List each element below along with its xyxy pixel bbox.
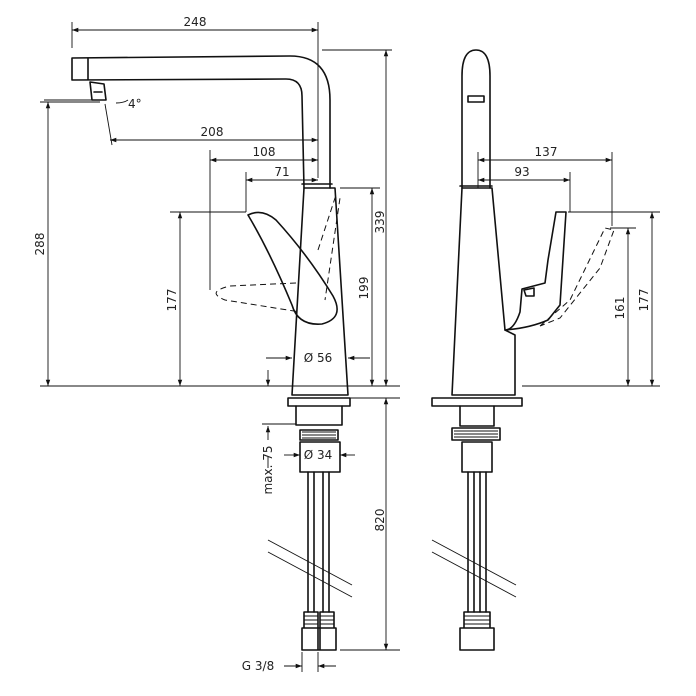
dim-lever-travel-height: 199 xyxy=(357,277,371,300)
dim-spout-reach: 248 xyxy=(184,15,207,29)
hose-break-lines xyxy=(267,539,353,598)
side-aerator xyxy=(467,95,485,103)
side-mount-shank xyxy=(451,405,501,441)
dim-lever-offset: 71 xyxy=(274,165,289,179)
lever-alt-position-right xyxy=(317,197,341,301)
dim-side-lever-height: 161 xyxy=(613,297,627,320)
dim-side-lever-reach: 93 xyxy=(514,165,529,179)
shank-thread xyxy=(302,431,336,439)
side-lever xyxy=(504,211,567,331)
dim-total-height: 339 xyxy=(373,211,387,234)
dim-hose-length: 820 xyxy=(373,509,387,532)
side-shank-thread xyxy=(454,430,498,438)
side-body xyxy=(451,187,516,396)
dim-spout-height: 288 xyxy=(33,233,47,256)
dim-mount-hole: max. 75 xyxy=(261,445,275,494)
aerator xyxy=(89,81,107,101)
dim-lever-reach: 108 xyxy=(253,145,276,159)
mount-shank xyxy=(295,405,343,441)
side-hose-fitting-threads xyxy=(464,615,490,625)
lever-handle xyxy=(247,211,338,325)
base-plate xyxy=(287,397,351,407)
side-view: 137 93 161 177 xyxy=(431,49,660,651)
dim-shank-diameter: Ø 34 xyxy=(304,448,333,462)
side-lever-open-dashed xyxy=(539,227,615,327)
side-base-plate xyxy=(431,397,523,407)
hose-fittings xyxy=(301,611,337,651)
dim-lever-height: 177 xyxy=(165,289,179,312)
spout-outline xyxy=(71,55,331,189)
faucet-body xyxy=(291,187,349,396)
dim-side-lever-open-reach: 137 xyxy=(535,145,558,159)
side-hose-break-lines xyxy=(431,539,517,598)
hose-left xyxy=(307,471,315,613)
lever-alt-position-left xyxy=(215,282,301,313)
mount-nut xyxy=(299,441,341,473)
hose-fitting-threads xyxy=(304,615,334,625)
side-spout xyxy=(461,49,491,189)
side-lever-pivot xyxy=(523,287,535,297)
side-hose xyxy=(467,471,487,613)
dim-aerator-to-body: 208 xyxy=(201,125,224,139)
front-view: 248 4° 208 108 71 288 177 199 339 xyxy=(33,15,400,673)
dim-spout-angle: 4° xyxy=(128,97,142,111)
side-hose-fitting xyxy=(459,611,495,651)
hose-right xyxy=(322,471,330,613)
dim-body-diameter: Ø 56 xyxy=(304,351,333,365)
dim-thread: G 3/8 xyxy=(242,659,274,673)
dim-side-lever-open-height: 177 xyxy=(637,289,651,312)
side-mount-nut xyxy=(461,441,493,473)
